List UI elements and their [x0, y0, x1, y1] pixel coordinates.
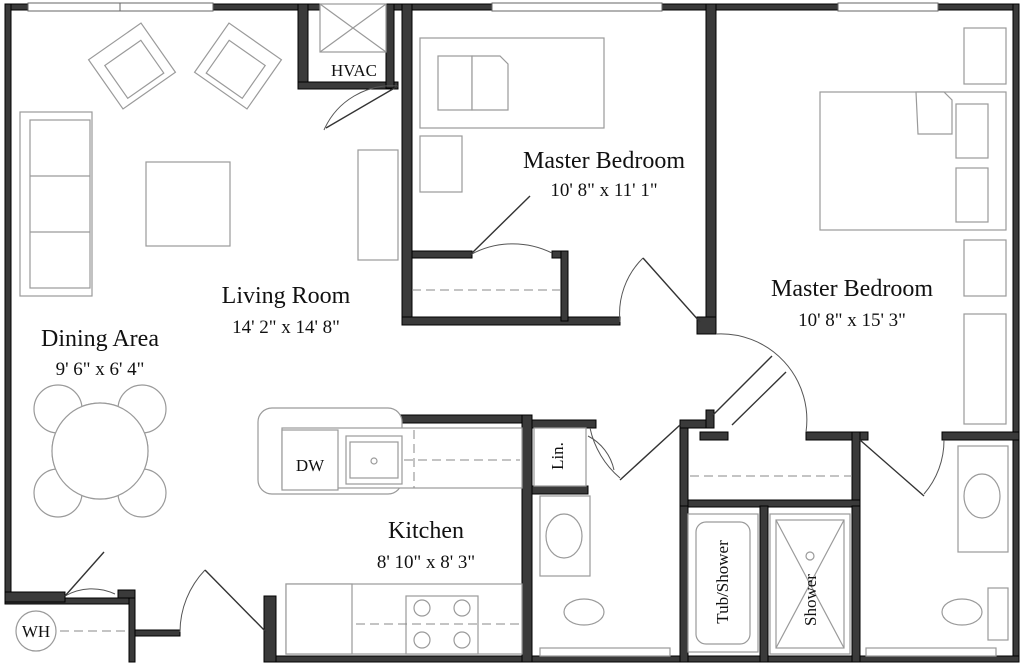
bedroom1-furniture	[412, 37, 605, 291]
bedroom2-dims: 10' 8" x 15' 3"	[798, 310, 906, 331]
hvac-unit	[319, 3, 387, 53]
linen-label: Lin.	[548, 442, 567, 470]
living-name: Living Room	[222, 283, 351, 309]
hvac-label: HVAC	[331, 61, 377, 80]
bedroom2-name: Master Bedroom	[771, 276, 933, 302]
room-labels: Master Bedroom 10' 8" x 11' 1" Master Be…	[22, 61, 933, 641]
interior-walls	[4, 3, 1020, 663]
shower-label: Shower	[801, 574, 820, 626]
bedroom2-furniture	[690, 27, 1007, 477]
water-heater	[15, 610, 128, 652]
kitchen-fixtures	[257, 407, 523, 655]
dining-name: Dining Area	[41, 326, 159, 352]
wh-label: WH	[22, 622, 50, 641]
bedroom1-name: Master Bedroom	[523, 148, 685, 174]
tub-label: Tub/Shower	[713, 540, 732, 624]
living-dims: 14' 2" x 14' 8"	[232, 317, 340, 338]
kitchen-name: Kitchen	[388, 518, 464, 544]
kitchen-dims: 8' 10" x 8' 3"	[377, 552, 475, 573]
living-furniture	[19, 22, 399, 297]
linen-closet	[533, 427, 587, 487]
dining-table	[33, 384, 167, 518]
bedroom1-dims: 10' 8" x 11' 1"	[550, 180, 657, 201]
windows	[27, 2, 939, 12]
dining-dims: 9' 6" x 6' 4"	[56, 359, 145, 380]
dw-label: DW	[296, 456, 325, 475]
doors	[64, 85, 945, 633]
bath-fixtures	[539, 445, 1009, 657]
